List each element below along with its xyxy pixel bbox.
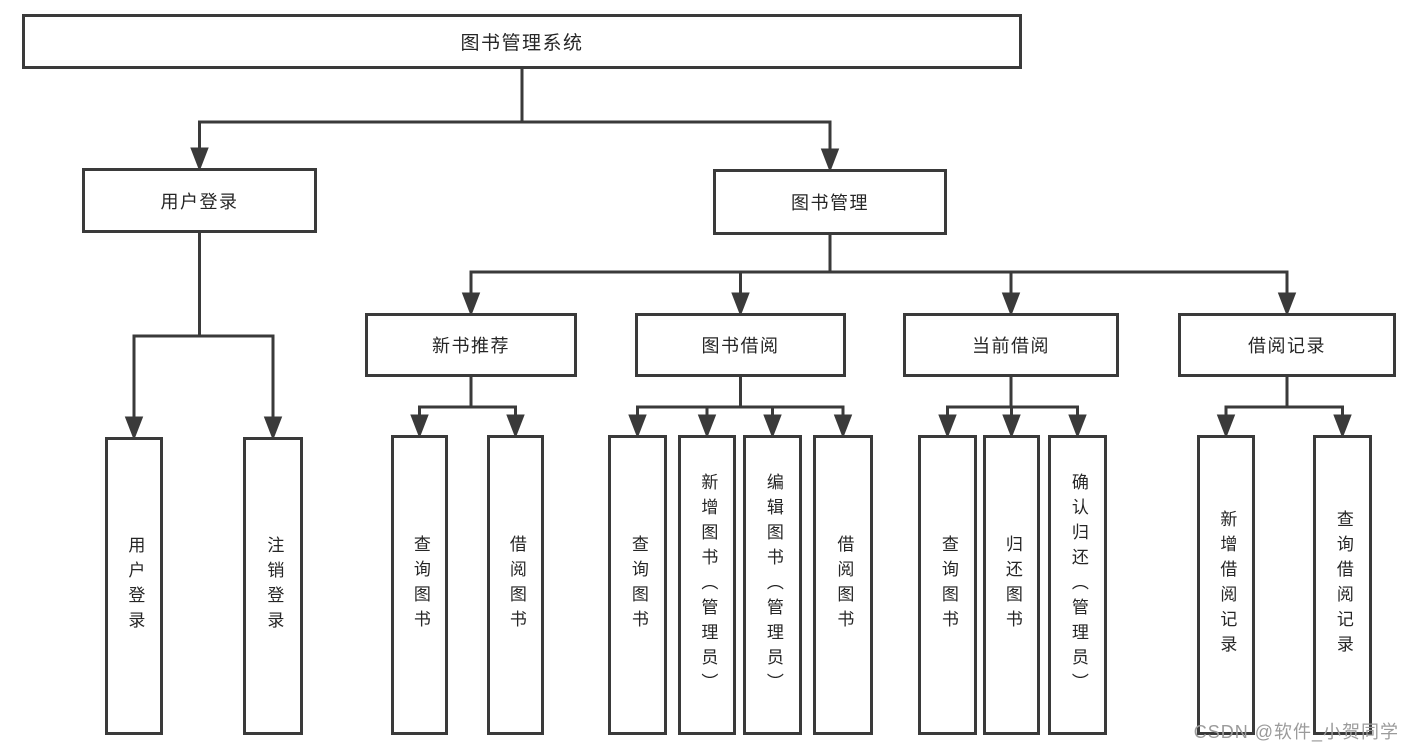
node-label-login: 用户登录 — [125, 536, 145, 636]
node-cb-query: 查询图书 — [918, 435, 977, 735]
node-label-cb-query: 查询图书 — [938, 535, 958, 635]
csdn-watermark: CSDN @软件_小贺同学 — [1193, 722, 1399, 742]
edges-from-current-borrow — [938, 375, 1087, 439]
node-book-borrow: 图书借阅 — [635, 313, 846, 377]
node-label-nbr-query: 查询图书 — [410, 535, 430, 635]
node-nbr-borrow: 借阅图书 — [487, 435, 544, 735]
node-login: 用户登录 — [105, 437, 163, 735]
node-label-user-login: 用户登录 — [160, 191, 239, 212]
node-label-cb-return: 归还图书 — [1002, 535, 1022, 635]
node-label-current-borrow: 当前借阅 — [972, 336, 1050, 356]
node-nbr-query: 查询图书 — [391, 435, 448, 735]
node-label-nbr-borrow: 借阅图书 — [506, 535, 526, 635]
node-logout: 注销登录 — [243, 437, 303, 735]
node-bb-add: 新增图书（管理员） — [678, 435, 736, 735]
node-label-new-book-rec: 新书推荐 — [432, 336, 510, 356]
node-br-query: 查询借阅记录 — [1313, 435, 1372, 735]
edges-from-borrow-records — [1216, 375, 1352, 439]
edges-from-user-login — [124, 231, 283, 441]
node-label-book-borrow: 图书借阅 — [701, 336, 780, 356]
node-label-bb-borrow: 借阅图书 — [834, 535, 854, 635]
node-current-borrow: 当前借阅 — [903, 313, 1119, 377]
node-bb-query: 查询图书 — [608, 435, 667, 735]
node-label-br-query: 查询借阅记录 — [1333, 510, 1353, 660]
node-root: 图书管理系统 — [22, 14, 1022, 69]
node-label-logout: 注销登录 — [264, 536, 284, 636]
node-new-book-rec: 新书推荐 — [365, 313, 577, 377]
node-label-cb-confirm: 确认归还（管理员） — [1068, 472, 1088, 698]
node-cb-return: 归还图书 — [983, 435, 1040, 735]
node-label-book-mgmt: 图书管理 — [791, 193, 869, 213]
node-cb-confirm: 确认归还（管理员） — [1048, 435, 1107, 735]
edges-from-root — [190, 67, 840, 173]
node-borrow-records: 借阅记录 — [1178, 313, 1396, 377]
node-label-bb-query: 查询图书 — [628, 535, 648, 635]
edges-from-new-book-rec — [410, 375, 525, 439]
node-label-bb-edit: 编辑图书（管理员） — [763, 472, 783, 698]
node-br-add: 新增借阅记录 — [1197, 435, 1255, 735]
node-bb-edit: 编辑图书（管理员） — [743, 435, 802, 735]
node-label-borrow-records: 借阅记录 — [1248, 336, 1326, 356]
node-user-login: 用户登录 — [82, 168, 317, 233]
node-label-root: 图书管理系统 — [460, 33, 584, 54]
node-label-br-add: 新增借阅记录 — [1217, 510, 1237, 660]
edges-from-book-borrow — [628, 375, 853, 439]
edges-from-book-mgmt — [461, 233, 1297, 317]
node-label-bb-add: 新增图书（管理员） — [698, 472, 718, 698]
node-bb-borrow: 借阅图书 — [813, 435, 873, 735]
node-book-mgmt: 图书管理 — [713, 169, 947, 235]
